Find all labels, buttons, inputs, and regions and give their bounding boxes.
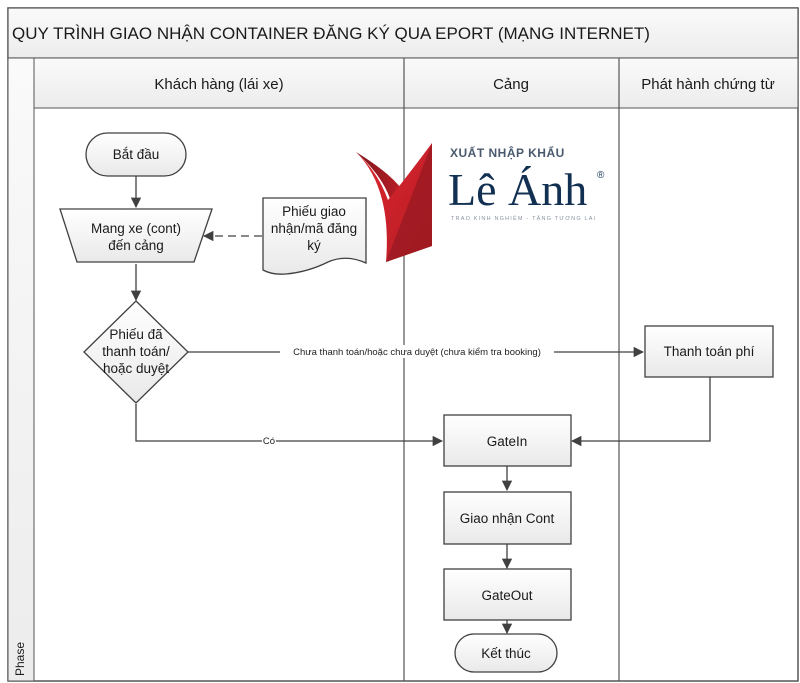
process-shape bbox=[644, 325, 774, 378]
phase-column bbox=[7, 57, 35, 682]
node-delivery-slip-line-2: nhận/mã đăng bbox=[271, 221, 357, 236]
logo-top-line: XUẤT NHẬP KHẨU bbox=[450, 145, 565, 160]
node-bring-truck-line-1: Mang xe (cont) bbox=[91, 221, 181, 236]
node-delivery-slip-line-1: Phiếu giao bbox=[282, 204, 346, 219]
edge-label-not-paid: Chưa thanh toán/hoặc chưa duyệt (chưa ki… bbox=[293, 347, 541, 358]
node-gate-out[interactable]: GateOut bbox=[443, 568, 572, 621]
edge-decision-to-gate-in bbox=[135, 404, 444, 447]
node-delivery-slip-line-3: ký bbox=[307, 238, 321, 253]
node-delivery-slip[interactable]: Phiếu giao nhận/mã đăng ký bbox=[262, 197, 367, 275]
node-pay-fee-label: Thanh toán phí bbox=[664, 344, 755, 359]
terminator-shape bbox=[454, 633, 558, 673]
node-decision[interactable]: Phiếu đã thanh toán/ hoặc duyệt bbox=[83, 300, 189, 404]
diagram-title: QUY TRÌNH GIAO NHẬN CONTAINER ĐĂNG KÝ QU… bbox=[12, 24, 650, 43]
title-bar bbox=[7, 7, 799, 59]
node-gate-in-label: GateIn bbox=[487, 434, 528, 449]
lane-header-port: Cảng bbox=[493, 76, 529, 93]
node-start-label: Bắt đầu bbox=[113, 147, 160, 162]
node-gate-out-label: GateOut bbox=[481, 588, 532, 603]
logo-ribbon-shade bbox=[386, 143, 432, 262]
edge-pay-fee-to-gate-in bbox=[570, 377, 711, 447]
node-decision-line-3: hoặc duyệt bbox=[103, 361, 169, 376]
lane-header-customer: Khách hàng (lái xe) bbox=[154, 76, 283, 93]
node-decision-line-2: thanh toán/ bbox=[102, 344, 170, 359]
watermark-logo: XUẤT NHẬP KHẨU Lê Ánh ® TRAO KINH NGHIỆM… bbox=[356, 143, 605, 262]
logo-brand: Lê Ánh bbox=[448, 164, 587, 215]
decision-shape bbox=[83, 300, 189, 404]
lane-header-docs: Phát hành chứng từ bbox=[641, 76, 775, 93]
node-bring-truck-line-2: đến cảng bbox=[108, 238, 164, 253]
process-shape bbox=[443, 414, 572, 467]
node-end-label: Kết thúc bbox=[481, 646, 531, 661]
logo-tagline: TRAO KINH NGHIỆM - TẶNG TƯƠNG LAI bbox=[451, 214, 596, 222]
node-pay-fee[interactable]: Thanh toán phí bbox=[644, 325, 774, 378]
manual-operation-shape bbox=[59, 208, 213, 263]
lane-header-row bbox=[33, 57, 799, 109]
document-shape bbox=[262, 197, 367, 275]
terminator-shape bbox=[85, 132, 187, 177]
process-shape bbox=[443, 568, 572, 621]
node-decision-line-1: Phiếu đã bbox=[109, 327, 163, 342]
edges: Chưa thanh toán/hoặc chưa duyệt (chưa ki… bbox=[130, 176, 711, 635]
node-handover-label: Giao nhận Cont bbox=[460, 511, 555, 526]
edge-label-yes: Có bbox=[263, 436, 275, 447]
logo-registered-mark: ® bbox=[597, 170, 605, 181]
phase-label: Phase bbox=[13, 642, 27, 676]
node-start[interactable]: Bắt đầu bbox=[85, 132, 187, 177]
node-handover[interactable]: Giao nhận Cont bbox=[443, 491, 572, 545]
node-bring-truck[interactable]: Mang xe (cont) đến cảng bbox=[59, 208, 213, 263]
node-gate-in[interactable]: GateIn bbox=[443, 414, 572, 467]
node-end[interactable]: Kết thúc bbox=[454, 633, 558, 673]
process-shape bbox=[443, 491, 572, 545]
